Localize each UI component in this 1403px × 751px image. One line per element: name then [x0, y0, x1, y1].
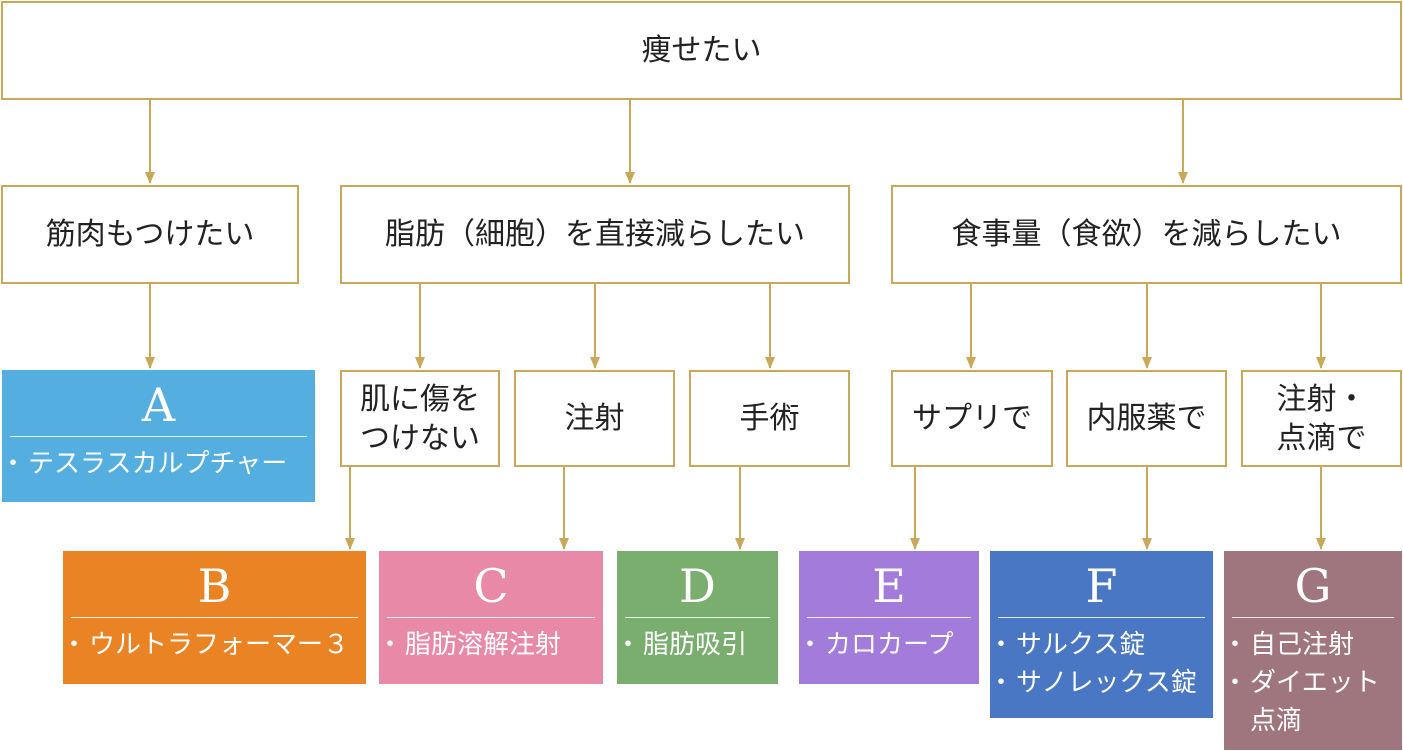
supplement-box: サプリで: [891, 370, 1053, 467]
card-f-item: サノレックス錠: [988, 664, 1203, 702]
card-b: B ウルトラフォーマー３: [61, 551, 366, 684]
injection-label: 注射: [564, 401, 625, 436]
card-e: E カロカープ: [797, 551, 979, 684]
card-d: D 脂肪吸引: [615, 551, 778, 684]
card-f-item: サルクス錠: [988, 626, 1203, 664]
muscle-box: 筋肉もつけたい: [1, 185, 299, 284]
card-a: A テスラスカルプチャー: [0, 370, 315, 502]
card-b-letter: B: [197, 559, 232, 613]
card-b-divider: [71, 617, 358, 618]
oral-medicine-box: 内服薬で: [1066, 370, 1227, 467]
oral-medicine-label: 内服薬で: [1086, 401, 1207, 436]
surgery-label: 手術: [739, 401, 800, 436]
card-c-item: 脂肪溶解注射: [377, 626, 593, 664]
muscle-label: 筋肉もつけたい: [45, 217, 255, 252]
card-e-letter: E: [872, 559, 906, 613]
card-f: F サルクス錠 サノレックス錠: [988, 551, 1213, 718]
fat-reduction-box: 脂肪（細胞）を直接減らしたい: [340, 185, 850, 284]
card-g-divider: [1232, 617, 1394, 618]
card-g-item-continued: 点滴: [1250, 706, 1303, 736]
injection-box: 注射: [514, 370, 675, 467]
card-e-divider: [807, 617, 971, 618]
surgery-box: 手術: [689, 370, 850, 467]
card-g-item: 自己注射: [1222, 626, 1392, 664]
card-f-letter: F: [1085, 559, 1118, 613]
card-d-divider: [625, 617, 770, 618]
card-g: G 自己注射 ダイエット 点滴: [1222, 551, 1402, 750]
card-f-divider: [998, 617, 1205, 618]
root-label: 痩せたい: [641, 33, 762, 68]
injection-drip-box: 注射・ 点滴で: [1241, 370, 1402, 467]
no-skin-damage-line1: 肌に傷を: [360, 381, 480, 417]
card-g-letter: G: [1294, 559, 1332, 613]
injection-drip-line2: 点滴で: [1276, 420, 1367, 456]
card-c-letter: C: [473, 559, 509, 613]
card-a-divider: [10, 436, 307, 437]
food-reduction-box: 食事量（食欲）を減らしたい: [891, 185, 1402, 284]
food-reduction-label: 食事量（食欲）を減らしたい: [951, 217, 1342, 252]
supplement-label: サプリで: [912, 401, 1032, 436]
card-e-item: カロカープ: [797, 626, 969, 664]
injection-drip-line1: 注射・: [1276, 381, 1367, 417]
card-c: C 脂肪溶解注射: [377, 551, 603, 684]
card-a-letter: A: [141, 378, 176, 432]
no-skin-damage-box: 肌に傷を つけない: [340, 370, 500, 467]
fat-reduction-label: 脂肪（細胞）を直接減らしたい: [385, 217, 805, 252]
card-d-letter: D: [679, 559, 716, 613]
card-d-item: 脂肪吸引: [615, 626, 768, 664]
no-skin-damage-line2: つけない: [360, 420, 480, 456]
card-c-divider: [387, 617, 595, 618]
root-box: 痩せたい: [1, 1, 1402, 100]
card-a-item: テスラスカルプチャー: [0, 445, 305, 483]
card-g-item: ダイエット: [1222, 664, 1392, 702]
card-b-item: ウルトラフォーマー３: [61, 626, 356, 664]
